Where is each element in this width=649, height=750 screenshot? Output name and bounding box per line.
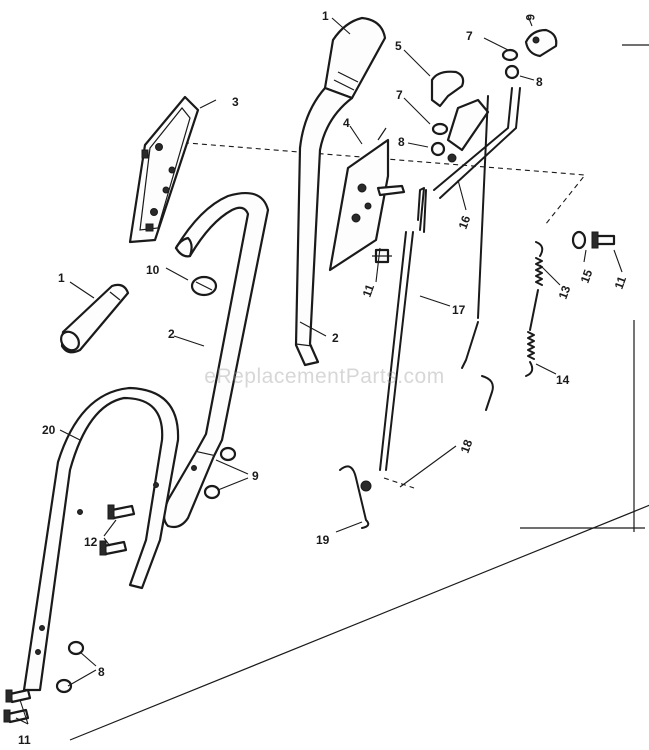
- leader-lines: [15, 15, 623, 725]
- bolts-right: [571, 230, 616, 250]
- fasteners-lower: [3, 446, 237, 724]
- callout-11-right: 11: [612, 274, 630, 291]
- handle-tube-left: [162, 192, 270, 529]
- callout-16: 16: [456, 213, 474, 231]
- callout-5-knob: 5: [395, 39, 402, 53]
- callout-14: 14: [556, 373, 570, 387]
- callout-15: 15: [578, 267, 596, 285]
- rod-link: [383, 375, 494, 489]
- callout-6-knob: 6: [523, 14, 537, 21]
- callout-10: 10: [146, 263, 160, 277]
- handle-nut: [190, 275, 218, 297]
- callout-7-middle: 7: [396, 88, 403, 102]
- callout-8-lower: 8: [98, 665, 105, 679]
- callout-2-left-tube: 2: [168, 327, 175, 341]
- bolts-center: [372, 248, 392, 264]
- handle-grip-upper: [323, 16, 387, 100]
- callout-1-grip-upper: 1: [322, 9, 329, 23]
- shift-lever: [433, 87, 521, 199]
- callout-18: 18: [458, 437, 476, 455]
- handle-grip-loose: [60, 283, 130, 354]
- callout-19: 19: [316, 533, 330, 547]
- knobs-and-nuts: [430, 28, 558, 157]
- callout-8-upper: 8: [536, 75, 543, 89]
- callout-4-bracket: 4: [343, 116, 350, 130]
- callout-3-panel: 3: [232, 95, 239, 109]
- callout-8-middle: 8: [398, 135, 405, 149]
- callout-12: 12: [84, 535, 98, 549]
- callout-9: 9: [252, 469, 259, 483]
- callout-11-lower: 11: [18, 733, 31, 747]
- callout-20: 20: [42, 423, 56, 437]
- bracket-plate: [328, 127, 406, 272]
- callout-1-grip-loose: 1: [58, 271, 65, 285]
- callout-7-upper: 7: [466, 29, 473, 43]
- callout-labels: 1 1 2 2 3 4 5 6 7 7 8 8 8 9 10 11 11 11 …: [18, 9, 629, 747]
- callout-2-right-tube: 2: [332, 331, 339, 345]
- control-rods: [379, 95, 489, 471]
- control-panel: [128, 95, 200, 244]
- handle-tube-right: [294, 86, 354, 367]
- callout-17: 17: [452, 303, 466, 317]
- callout-11-center: 11: [360, 282, 378, 299]
- callout-13: 13: [556, 283, 574, 301]
- spring-clip: [339, 465, 372, 529]
- springs: [525, 241, 544, 377]
- handle-loop-lower: [22, 386, 180, 692]
